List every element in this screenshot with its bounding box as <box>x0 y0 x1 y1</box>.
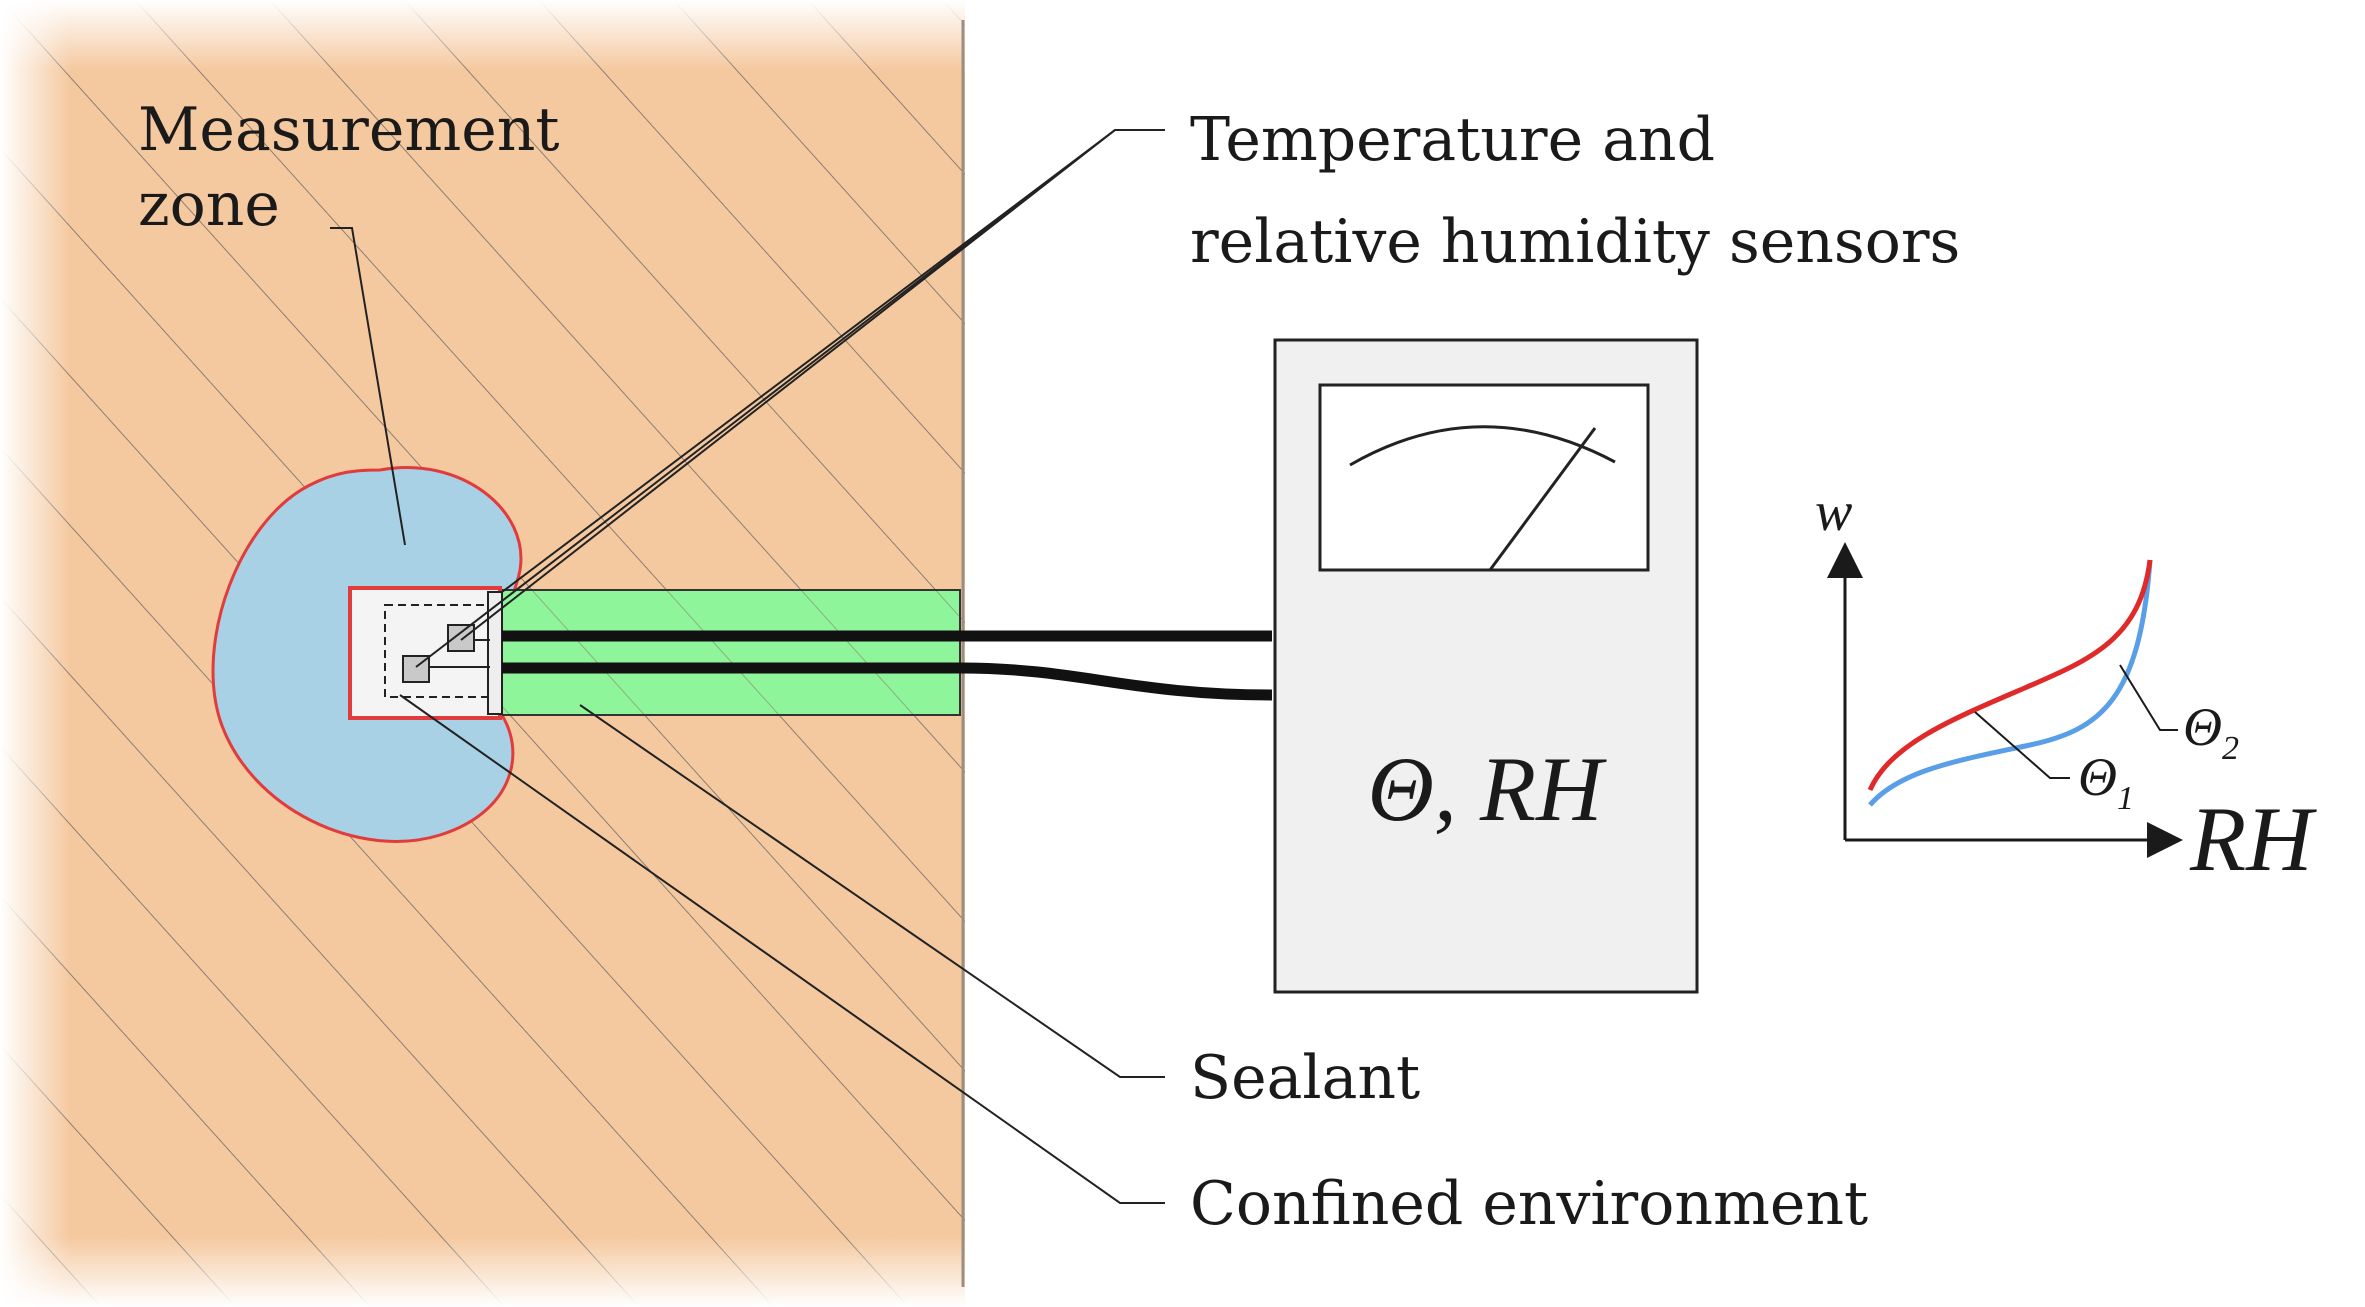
meter: Θ, RH <box>1273 338 1699 994</box>
curve-2-symbol: Θ <box>2183 697 2222 757</box>
cables <box>502 630 1273 701</box>
graph-y-axis-label: w <box>1815 481 1852 543</box>
curve-theta-2 <box>1867 559 2153 792</box>
leader-theta-2 <box>2119 664 2178 731</box>
leader-measurement-zone <box>330 227 406 546</box>
cavity-seal-plate <box>487 591 503 715</box>
meter-readout-rh: , RH <box>1434 738 1607 840</box>
sorption-graph: w RH Θ1 Θ2 <box>1815 481 2317 890</box>
leader-confined-environment <box>399 694 1165 1204</box>
meter-readout: Θ, RH <box>1367 738 1607 840</box>
meter-display <box>1318 383 1650 572</box>
cable-lower <box>502 662 1273 701</box>
curve-1-symbol: Θ <box>2078 747 2117 807</box>
curve-1-label: Θ1 <box>2078 747 2134 817</box>
leader-theta-1 <box>1974 711 2070 779</box>
meter-readout-theta: Θ <box>1367 738 1433 840</box>
meter-needle <box>1488 427 1597 571</box>
label-measurement-zone-line2: zone <box>138 170 280 240</box>
label-sensors-line2: relative humidity sensors <box>1190 207 1960 277</box>
leader-sealant <box>579 704 1165 1078</box>
graph-x-axis-label: RH <box>2189 788 2317 890</box>
curve-2-label: Θ2 <box>2183 697 2239 767</box>
confined-environment <box>348 586 503 720</box>
leader-sensors-c <box>501 129 1116 593</box>
leader-lines <box>330 129 1165 1204</box>
curve-1-subscript: 1 <box>2117 780 2134 817</box>
sensor-2 <box>447 624 475 652</box>
label-sealant: Sealant <box>1190 1043 1420 1113</box>
label-measurement-zone-line1: Measurement <box>138 95 560 165</box>
cavity-outline <box>348 586 502 720</box>
leader-sensors-b <box>415 129 1116 668</box>
label-sensors-line1: Temperature and <box>1190 105 1715 175</box>
curve-theta-1 <box>1868 559 2153 807</box>
sealant-plug <box>494 589 961 716</box>
curve-2-subscript: 2 <box>2222 730 2239 767</box>
label-confined-environment: Confined environment <box>1190 1169 1868 1239</box>
